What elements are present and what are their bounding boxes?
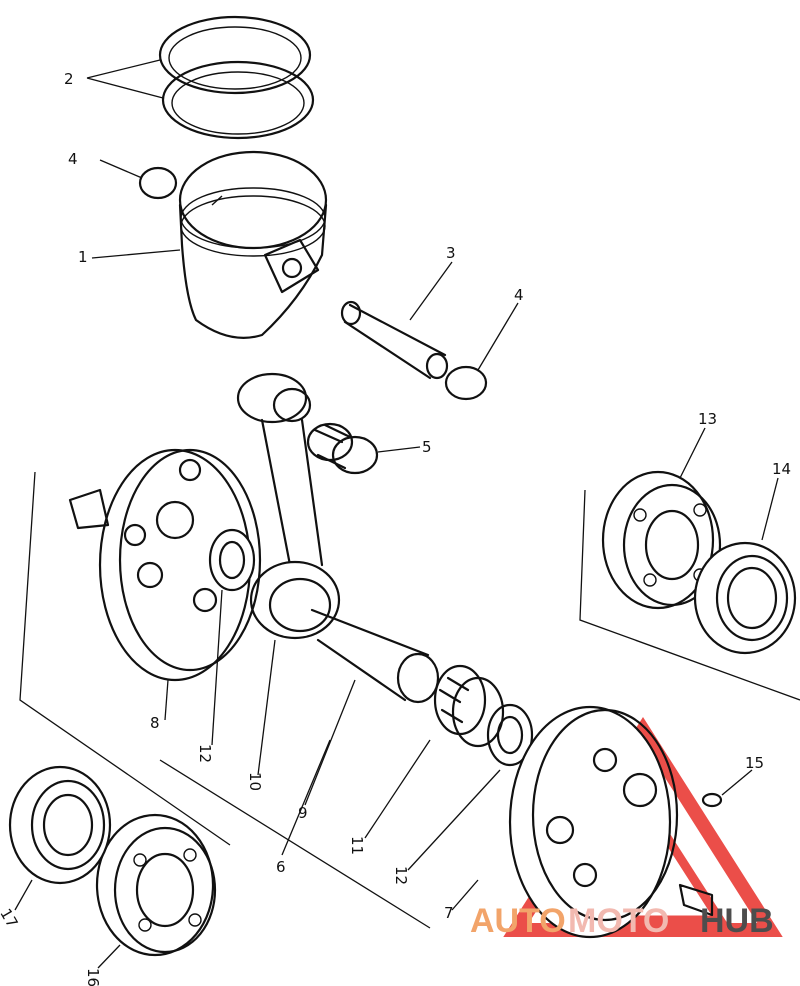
callout-8: 8 (150, 714, 160, 732)
callout-17: 17 (0, 905, 21, 931)
circlip-right-part (444, 365, 488, 401)
callout-14: 14 (772, 460, 791, 478)
watermark-text: AUTO MOTO HUB (470, 902, 774, 940)
callout-2: 2 (64, 70, 74, 88)
crank-pin-part (310, 608, 440, 704)
watermark-word-moto: MOTO (568, 902, 669, 940)
callout-10: 10 (246, 772, 264, 791)
callout-7: 7 (444, 904, 454, 922)
callout-16: 16 (84, 968, 102, 986)
crank-bearing-left-part (95, 813, 217, 957)
callout-11: 11 (348, 836, 366, 855)
crank-wheel-right-part (508, 705, 714, 939)
callout-3: 3 (446, 244, 456, 262)
oil-seal-left-part (8, 765, 112, 885)
callout-6: 6 (276, 858, 286, 876)
assembly-bracket-lines (19, 471, 800, 929)
circlip-left-part (138, 166, 178, 200)
callout-4-right: 4 (514, 286, 524, 304)
callout-4-left: 4 (68, 150, 78, 168)
watermark-word-auto: AUTO (470, 902, 566, 940)
big-end-bearing-part (433, 664, 505, 748)
connecting-rod-part (236, 372, 341, 640)
woodruff-key-part (701, 792, 723, 808)
crank-wheel-left-part (68, 448, 262, 682)
callout-15: 15 (745, 754, 764, 772)
oil-seal-right-part (693, 541, 797, 655)
callout-1: 1 (78, 248, 88, 266)
callout-5: 5 (422, 438, 432, 456)
callout-9: 9 (298, 804, 308, 822)
piston-rings-part (158, 15, 315, 140)
crank-bearing-right-part (601, 470, 722, 610)
piston-part (178, 150, 328, 339)
small-end-bearing-part (306, 422, 379, 475)
callout-12-left: 12 (196, 744, 214, 763)
watermark-word-hub: HUB (700, 902, 774, 940)
piston-pin-part (340, 300, 449, 380)
callout-12-right: 12 (392, 866, 410, 885)
thrust-washer-left-part (208, 528, 256, 592)
callout-labels: 2 4 1 3 4 5 13 14 8 12 10 9 6 11 12 7 15… (0, 70, 791, 986)
thrust-washer-right-part (486, 703, 534, 767)
leader-lines (14, 59, 779, 969)
callout-13: 13 (698, 410, 717, 428)
